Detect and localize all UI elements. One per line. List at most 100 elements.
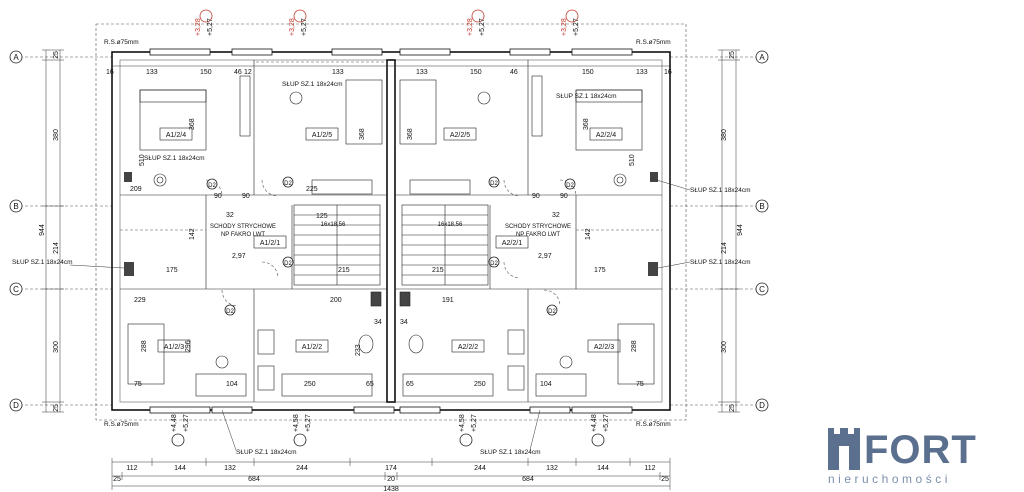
bed-a2-2-3 bbox=[617, 323, 655, 385]
dim-233: 233 bbox=[355, 344, 362, 356]
dim-250-left: 250 bbox=[304, 381, 316, 388]
dim-h142-a: 142 bbox=[189, 228, 196, 240]
dim-h510-b: 510 bbox=[629, 154, 636, 166]
dim-right-bottom: 25 bbox=[729, 404, 736, 412]
dim-34-right: 34 bbox=[400, 319, 408, 326]
column-label-2: SŁUP SZ.1 18x24cm bbox=[556, 93, 617, 100]
bottom-dim-8: 144 bbox=[597, 465, 609, 472]
dim-225: 225 bbox=[306, 186, 318, 193]
axis-b-right: B bbox=[759, 202, 764, 211]
top-mark-4b: +5,27 bbox=[573, 18, 580, 36]
dim-297-left: 2,97 bbox=[232, 253, 246, 260]
top-dim-2: 133 bbox=[146, 69, 158, 76]
bottom-dim2-1: 25 bbox=[113, 476, 121, 483]
dim-32-right: 32 bbox=[552, 212, 560, 219]
bottom-dim-5: 174 bbox=[385, 465, 397, 472]
stairs-label-left-1: SCHODY STRYCHOWE bbox=[210, 224, 276, 230]
dim-65-left: 65 bbox=[366, 381, 374, 388]
door-tag-8: D2 bbox=[566, 183, 574, 189]
dim-250-right: 250 bbox=[474, 381, 486, 388]
bathtub-a1-2-2 bbox=[281, 373, 373, 397]
interior-walls-left bbox=[120, 60, 387, 402]
desk-a2-2-3 bbox=[535, 373, 587, 397]
dim-34-left: 34 bbox=[374, 319, 382, 326]
right-dimension-chain: 25 380 214 300 25 944 bbox=[718, 49, 744, 413]
top-mark-1b: +5,27 bbox=[207, 18, 214, 36]
bottom-mark-1b: +5,27 bbox=[183, 414, 190, 432]
dim-104-left: 104 bbox=[226, 381, 238, 388]
bottom-dim2-3: 20 bbox=[387, 476, 395, 483]
rs-bottom-right: R.S.ø75mm bbox=[636, 421, 671, 428]
dim-h288-b: 288 bbox=[631, 340, 638, 352]
dim-h296: 296 bbox=[185, 340, 192, 352]
dim-215-left: 215 bbox=[338, 267, 350, 274]
outer-walls bbox=[111, 51, 671, 411]
dim-h368-b: 368 bbox=[407, 128, 414, 140]
top-dim-4: 46 bbox=[234, 69, 242, 76]
dim-215-right: 215 bbox=[432, 267, 444, 274]
room-labels: A1/2/4 A1/2/5 A2/2/5 A2/2/4 A1/2/1 A2/2/… bbox=[157, 127, 623, 353]
column-label-6: SŁUP SZ.1 18x24cm bbox=[690, 259, 751, 266]
top-mark-3b: +5,27 bbox=[479, 18, 486, 36]
dim-75-left: 75 bbox=[134, 381, 142, 388]
dim-right-380: 380 bbox=[721, 129, 728, 141]
bottom-dim2-5: 25 bbox=[661, 476, 669, 483]
column-label-5: SŁUP SZ.1 18x24cm bbox=[12, 259, 73, 266]
top-section-markers: +3,28 +5,27 +3,28 +5,27 +3,28 +5,27 +3,2… bbox=[195, 9, 580, 36]
top-mark-1a: +3,28 bbox=[195, 18, 202, 36]
rs-top-right: R.S.ø75mm bbox=[636, 39, 671, 46]
dim-right-214: 214 bbox=[721, 242, 728, 254]
top-dim-8: 150 bbox=[470, 69, 482, 76]
room-a2-2-2: A2/2/2 bbox=[458, 344, 478, 351]
axis-markers: A B C D A B C D bbox=[9, 50, 769, 412]
dim-left-top: 25 bbox=[53, 51, 60, 59]
bottom-dim-1: 112 bbox=[126, 465, 137, 472]
column-label-1: SŁUP SZ.1 18x24cm bbox=[282, 81, 343, 88]
top-mark-2b: +5,27 bbox=[301, 18, 308, 36]
bottom-total: 1438 bbox=[383, 486, 399, 492]
top-mark-3a: +3,28 bbox=[467, 18, 474, 36]
stairs-label-right-1: SCHODY STRYCHOWE bbox=[505, 224, 571, 230]
top-dim-10: 150 bbox=[582, 69, 594, 76]
dim-175-left: 175 bbox=[166, 267, 178, 274]
door-tag-5: D2 bbox=[226, 309, 234, 315]
room-a1-2-5: A1/2/5 bbox=[312, 132, 332, 139]
bottom-dim-4: 244 bbox=[296, 465, 308, 472]
room-a1-2-4: A1/2/4 bbox=[166, 132, 186, 139]
dim-h368-c: 368 bbox=[359, 128, 366, 140]
stairs-notes: SCHODY STRYCHOWE NP FAKRO LWT SCHODY STR… bbox=[210, 222, 571, 238]
axis-c-right: C bbox=[759, 285, 765, 294]
drawing-frame bbox=[95, 23, 687, 421]
top-dimensions: 16 133 150 46 12 133 133 150 46 150 133 … bbox=[106, 65, 672, 76]
bottom-mark-2b: +5,27 bbox=[305, 414, 312, 432]
room-a2-2-5: A2/2/5 bbox=[450, 132, 470, 139]
dim-h288-a: 288 bbox=[141, 340, 148, 352]
room-a1-2-3: A1/2/3 bbox=[164, 344, 184, 351]
dim-209: 209 bbox=[130, 186, 142, 193]
tower-logo-icon bbox=[828, 428, 860, 470]
dim-32-left: 32 bbox=[226, 212, 234, 219]
door-tag-1: D2 bbox=[284, 181, 292, 187]
door-tag-2: D2 bbox=[490, 181, 498, 187]
dim-right-total: 944 bbox=[737, 224, 744, 236]
bottom-dim-9: 112 bbox=[644, 465, 655, 472]
door-tag-6: D2 bbox=[548, 309, 556, 315]
bottom-dim-3: 132 bbox=[224, 465, 236, 472]
dim-left-214: 214 bbox=[53, 242, 60, 254]
bathtub-a2-2-2 bbox=[402, 373, 494, 397]
dim-left-bottom: 25 bbox=[53, 404, 60, 412]
dim-90-c: 90 bbox=[532, 193, 540, 200]
windows bbox=[149, 48, 633, 414]
bottom-dim2-2: 684 bbox=[248, 476, 260, 483]
door-tag-7: D2 bbox=[208, 183, 216, 189]
dim-left-total: 944 bbox=[39, 224, 46, 236]
top-dim-9: 46 bbox=[510, 69, 518, 76]
dim-191: 191 bbox=[442, 297, 454, 304]
bottom-mark-4a: +4,48 bbox=[591, 414, 598, 432]
dim-right-300: 300 bbox=[721, 341, 728, 353]
axis-a-right: A bbox=[759, 53, 765, 62]
top-dim-11: 133 bbox=[636, 69, 648, 76]
logo-word: FORT bbox=[864, 428, 977, 472]
top-dim-3: 150 bbox=[200, 69, 212, 76]
axis-c-left: C bbox=[13, 285, 19, 294]
